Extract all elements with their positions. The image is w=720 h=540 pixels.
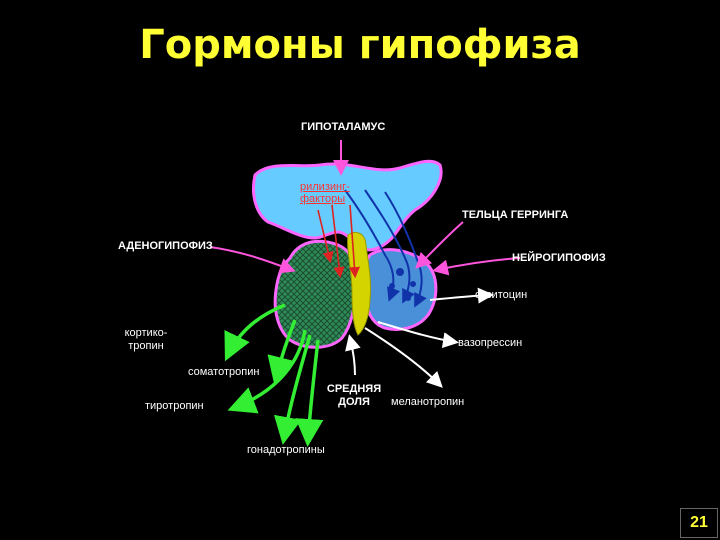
releasing-factor-paths — [317, 204, 361, 279]
adeno-hormone-arrows — [224, 303, 324, 447]
adenohypophysis-arrow — [209, 246, 296, 274]
gonadotropin-arrow-2 — [295, 339, 324, 447]
adenohypophysis-shape — [273, 239, 358, 349]
label-corticotropin-1: кортико- — [124, 327, 168, 339]
somatotropin-arrow — [267, 319, 297, 385]
vasopressin-arrow — [377, 321, 459, 349]
neuro-hormone-arrows — [345, 287, 494, 388]
page-number: 21 — [680, 508, 718, 538]
label-somatotropin: соматотропин — [188, 366, 260, 378]
slide-title: Гормоны гипофиза — [139, 22, 581, 68]
hypothalamus-shape — [252, 159, 443, 252]
melanotropin-arrow — [364, 327, 443, 388]
label-herring-bodies: ТЕЛЬЦА ГЕРРИНГА — [462, 209, 569, 221]
axon-tracts — [344, 189, 427, 308]
label-middle-lobe-2: ДОЛЯ — [338, 396, 370, 408]
label-adenohypophysis: АДЕНОГИПОФИЗ — [118, 240, 213, 252]
pointer-arrows — [209, 140, 521, 276]
neurohypophysis-arrow — [432, 257, 521, 276]
label-middle-lobe-1: СРЕДНЯЯ — [326, 383, 382, 395]
label-vasopressin: вазопрессин — [458, 337, 523, 349]
herring-bodies-arrow — [415, 221, 464, 269]
middle-lobe-arrow — [345, 334, 361, 376]
label-melanotropin: меланотропин — [391, 396, 465, 408]
corticotropin-arrow — [224, 303, 286, 362]
label-neurohypophysis: НЕЙРОГИПОФИЗ — [512, 252, 606, 264]
label-corticotropin-2: тропин — [128, 340, 164, 352]
oxytocin-arrow — [429, 287, 494, 304]
thyrotropin-arrow — [227, 329, 307, 414]
neurohypophysis-shape — [363, 248, 438, 331]
label-oxytocin: окситоцин — [475, 289, 528, 301]
label-gonadotropins: гонадотропины — [247, 444, 325, 456]
label-releasing-factors-2: факторы — [300, 193, 346, 205]
gonadotropin-arrow-1 — [273, 334, 312, 445]
label-hypothalamus: ГИПОТАЛАМУС — [301, 121, 386, 133]
label-releasing-factors-1: рилизинг- — [300, 181, 350, 193]
label-thyrotropin: тиротропин — [145, 400, 204, 412]
